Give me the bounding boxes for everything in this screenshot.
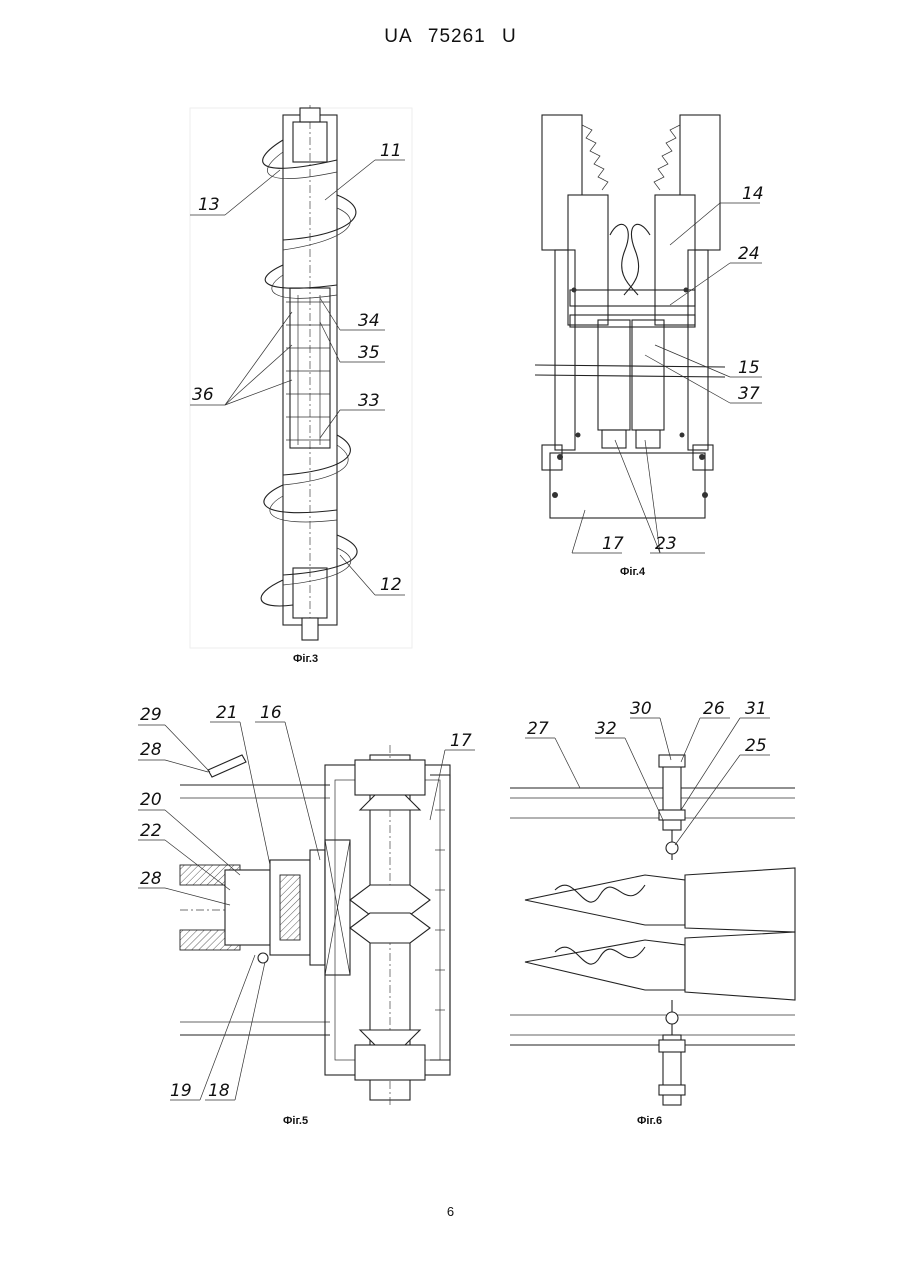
label-15: 15 <box>738 358 760 378</box>
label-30: 30 <box>630 700 652 719</box>
label-17: 17 <box>450 731 472 751</box>
label-21: 21 <box>216 703 238 723</box>
label-18: 18 <box>208 1081 230 1101</box>
label-17: 17 <box>602 534 624 554</box>
label-13: 13 <box>198 195 220 215</box>
label-22: 22 <box>140 821 162 841</box>
label-24: 24 <box>738 244 760 264</box>
label-34: 34 <box>358 311 380 331</box>
label-27: 27 <box>527 719 549 739</box>
page-number: 6 <box>0 1204 901 1219</box>
label-35: 35 <box>358 343 380 363</box>
label-14: 14 <box>742 184 764 204</box>
figure-6-caption: Фіг.6 <box>637 1115 662 1127</box>
label-11: 11 <box>380 141 402 161</box>
label-32: 32 <box>595 719 617 739</box>
figure-5-drawing: 29 28 21 16 17 20 22 28 19 18 <box>130 700 480 1110</box>
label-25: 25 <box>745 736 767 756</box>
label-20: 20 <box>140 790 162 810</box>
label-28-top: 28 <box>140 740 162 760</box>
label-12: 12 <box>380 575 402 595</box>
patent-number-header: UA 75261 U <box>0 26 901 48</box>
label-29: 29 <box>140 705 162 725</box>
figure-4-drawing: 14 24 15 37 17 23 <box>520 105 780 565</box>
label-36: 36 <box>192 385 214 405</box>
figure-3-drawing: 13 11 34 35 36 33 12 <box>180 100 420 650</box>
label-28-mid: 28 <box>140 869 162 889</box>
label-33: 33 <box>358 391 380 411</box>
figure-5-caption: Фіг.5 <box>283 1115 308 1127</box>
label-37: 37 <box>738 384 760 404</box>
label-26: 26 <box>703 700 725 719</box>
label-23: 23 <box>655 534 677 554</box>
figure-3-caption: Фіг.3 <box>293 653 318 665</box>
label-19: 19 <box>170 1081 192 1101</box>
figure-6-drawing: 27 32 30 26 31 25 <box>495 700 815 1110</box>
label-16: 16 <box>260 703 282 723</box>
figure-4-caption: Фіг.4 <box>620 566 645 578</box>
label-31: 31 <box>745 700 767 719</box>
